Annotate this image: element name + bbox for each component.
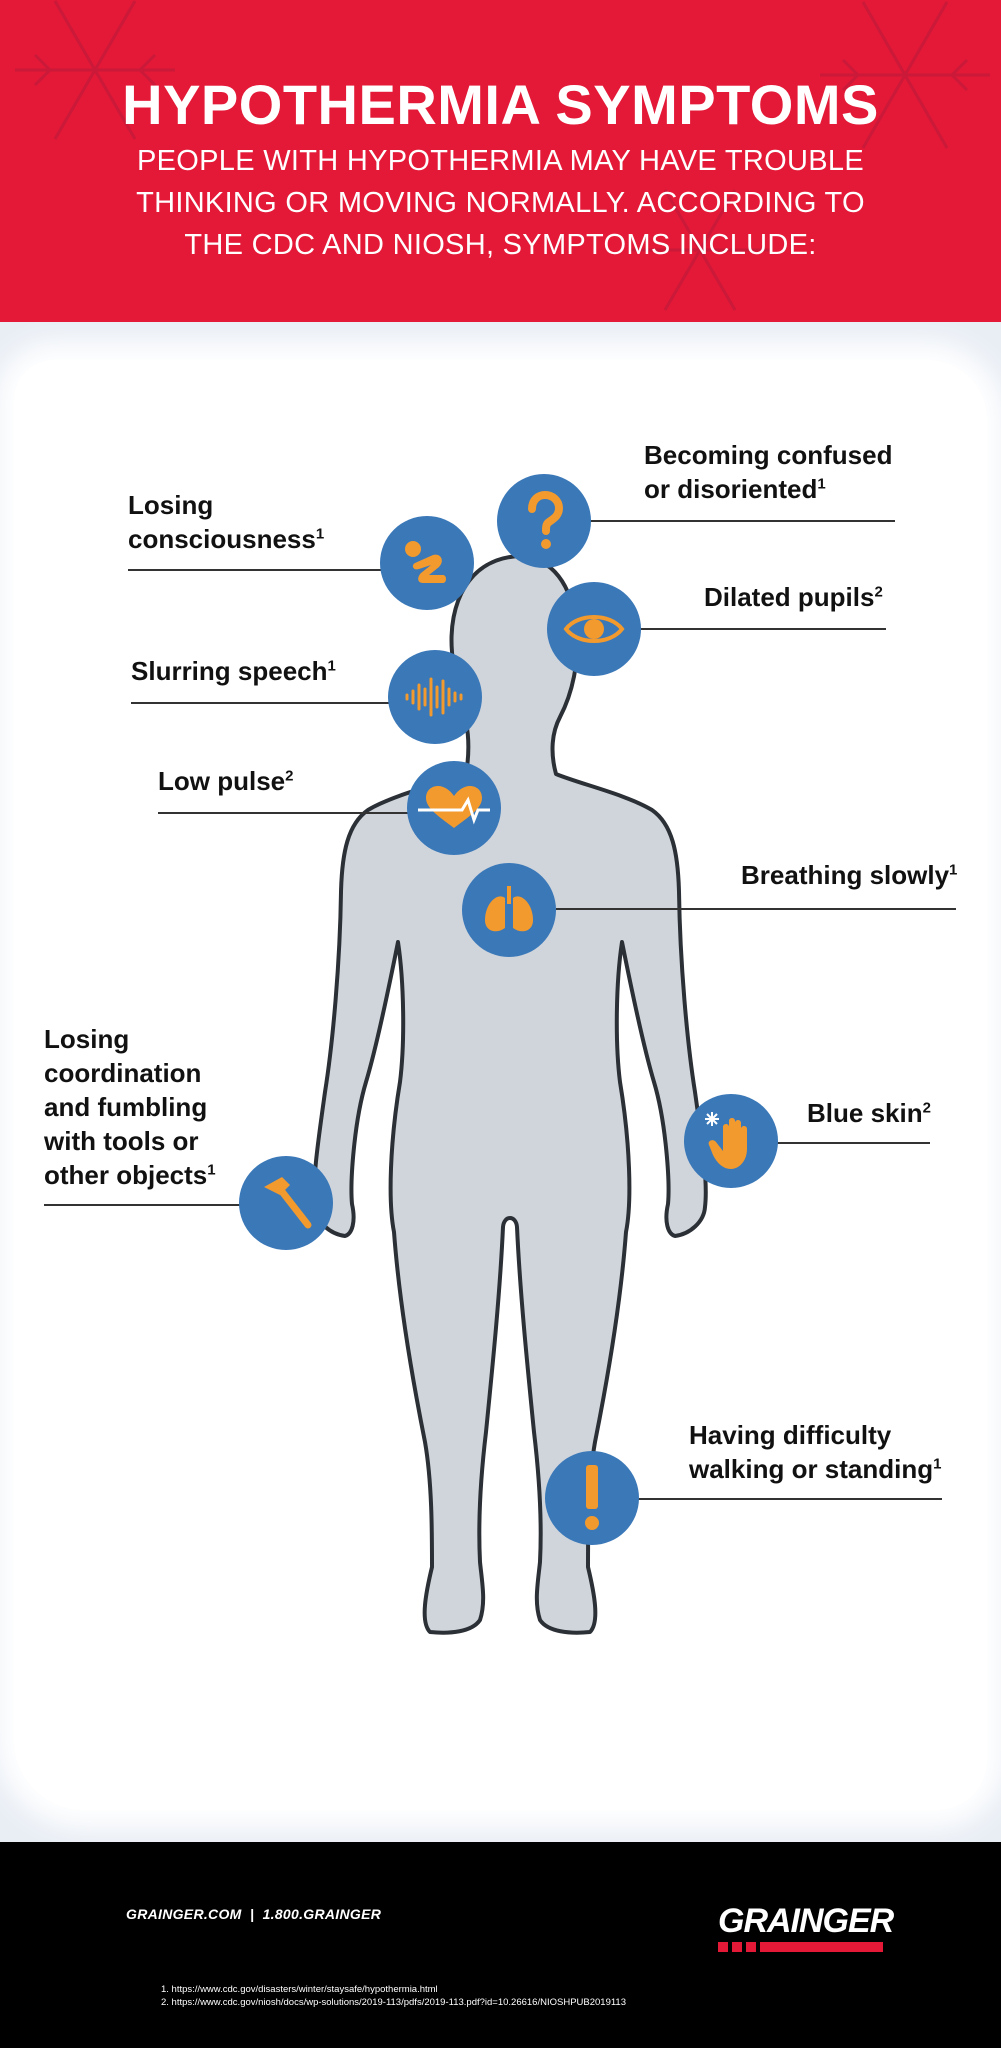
leader-line <box>620 1498 942 1500</box>
leader-line <box>128 569 388 571</box>
logo-stripes <box>718 1942 883 1952</box>
symptom-diagram: Losing consciousness1 Becoming confused … <box>0 322 1001 1842</box>
snowflake-decoration-icon <box>15 0 990 311</box>
page-subtitle: PEOPLE WITH HYPOTHERMIA MAY HAVE TROUBLE… <box>136 145 865 261</box>
label-blue-skin: Blue skin2 <box>807 1098 931 1128</box>
lungs-icon <box>462 863 556 957</box>
question-mark-icon <box>497 474 591 568</box>
page-title: HYPOTHERMIA SYMPTOMS <box>122 73 879 136</box>
footnote-1: 1. https://www.cdc.gov/disasters/winter/… <box>161 1984 438 1995</box>
hammer-icon <box>239 1156 333 1250</box>
label-slurring-speech: Slurring speech1 <box>131 656 336 686</box>
sound-wave-icon <box>388 650 482 744</box>
heartbeat-icon <box>407 761 501 855</box>
exclamation-icon <box>545 1451 639 1545</box>
label-becoming-confused: Becoming confused or disoriented1 <box>644 440 893 504</box>
footer-contact: GRAINGER.COM | 1.800.GRAINGER <box>126 1906 382 1922</box>
footer: GRAINGER.COM | 1.800.GRAINGER GRAINGER 1… <box>0 1842 1001 2048</box>
label-losing-consciousness: Losing consciousness1 <box>128 490 325 554</box>
leader-line <box>590 520 895 522</box>
leader-line <box>158 812 413 814</box>
eye-icon <box>547 582 641 676</box>
leader-line <box>131 702 391 704</box>
label-low-pulse: Low pulse2 <box>158 766 294 796</box>
leader-line <box>44 1204 249 1206</box>
leader-line <box>733 1142 930 1144</box>
leader-line <box>636 628 886 630</box>
fainting-person-icon <box>380 516 474 610</box>
cold-hand-icon <box>684 1094 778 1188</box>
label-difficulty-walking: Having difficulty walking or standing1 <box>689 1420 942 1484</box>
leader-line <box>556 908 956 910</box>
header-banner: HYPOTHERMIA SYMPTOMS PEOPLE WITH HYPOTHE… <box>0 0 1001 322</box>
label-breathing-slowly: Breathing slowly1 <box>741 860 958 890</box>
label-losing-coordination: Losing coordination and fumbling with to… <box>44 1024 216 1190</box>
footnote-2: 2. https://www.cdc.gov/niosh/docs/wp-sol… <box>161 1997 627 2008</box>
label-dilated-pupils: Dilated pupils2 <box>704 582 883 612</box>
grainger-logo: GRAINGER <box>718 1902 894 1940</box>
